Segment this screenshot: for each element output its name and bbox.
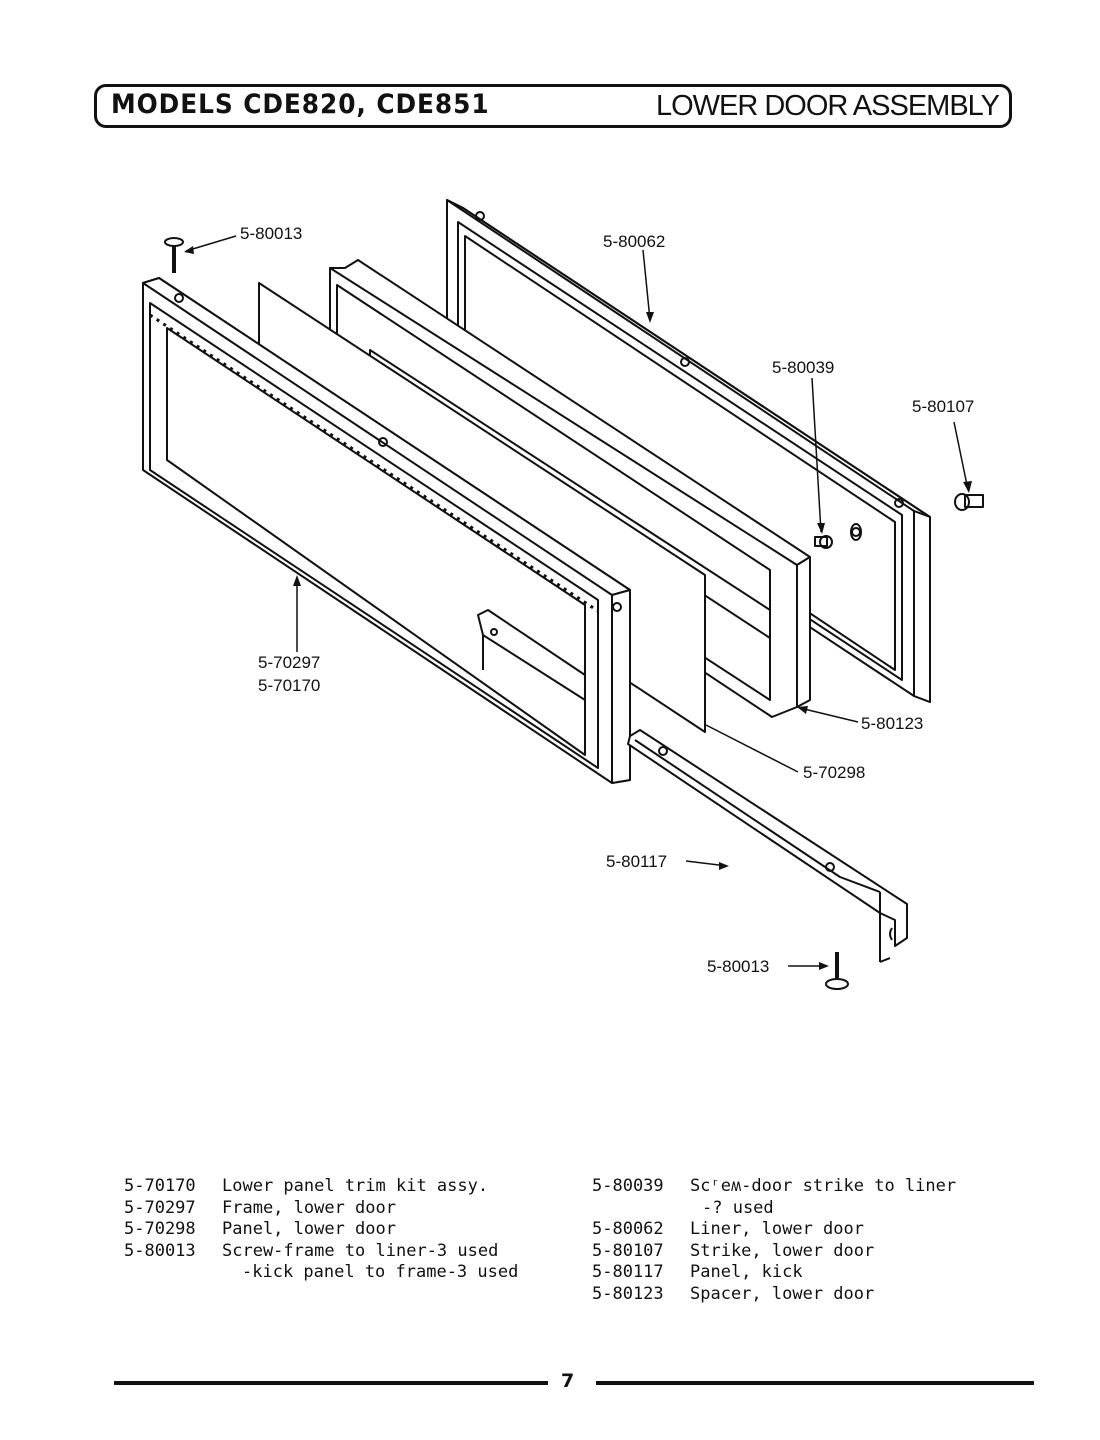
part-number: 5-80039 — [592, 1176, 664, 1196]
parts-list-item: 5-80062 Liner, lower door — [592, 1219, 956, 1241]
parts-list-right: 5-80039 Scʳeʍ-door strike to liner -? us… — [592, 1176, 956, 1305]
kick-panel — [627, 729, 908, 963]
part-number: 5-80013 — [124, 1240, 196, 1261]
part-description: Spacer, lower door — [690, 1283, 875, 1304]
parts-list-item: 5-80039 Scʳeʍ-door strike to liner — [592, 1176, 956, 1198]
parts-list-item: 5-80123 Spacer, lower door — [592, 1284, 956, 1306]
parts-list-item: 5-80013 Screw-frame to liner-3 used — [124, 1241, 518, 1263]
part-description: Panel, lower door — [222, 1219, 396, 1239]
callout-5-70170: 5-70170 — [258, 676, 320, 695]
screw-top-icon — [164, 237, 184, 273]
callout-5-70297: 5-70297 — [258, 653, 320, 672]
header-box: MODELS CDE820, CDE851 LOWER DOOR ASSEMBL… — [94, 84, 1012, 128]
leader-lines — [185, 235, 969, 967]
screw-bottom-icon — [825, 952, 849, 990]
callout-5-80039: 5-80039 — [772, 358, 834, 377]
part-number: 5-70297 — [124, 1197, 196, 1218]
models-heading: MODELS CDE820, CDE851 — [111, 89, 490, 120]
callout-5-80013-top: 5-80013 — [240, 224, 302, 243]
callout-5-80117: 5-80117 — [606, 852, 667, 871]
callout-5-70298: 5-70298 — [803, 763, 865, 782]
part-description: Screw-frame to liner-3 used — [222, 1240, 499, 1261]
callout-5-80062: 5-80062 — [603, 232, 665, 251]
parts-list-item: 5-80117 Panel, kick — [592, 1262, 956, 1284]
frame-lower-door — [142, 277, 631, 784]
part-number: 5-70170 — [124, 1176, 196, 1196]
parts-list-item: 5-80107 Strike, lower door — [592, 1241, 956, 1263]
parts-list-item: 5-70170 Lower panel trim kit assy. — [124, 1176, 518, 1198]
callout-5-80123: 5-80123 — [861, 714, 923, 733]
exploded-view-diagram: 5-80013 5-80062 5-80039 5-80107 5-70297 … — [142, 199, 984, 990]
part-description-continuation: -kick panel to frame-3 used — [242, 1262, 519, 1282]
footer-rule-left — [114, 1381, 548, 1385]
part-number: 5-80062 — [592, 1219, 664, 1239]
callout-5-80107: 5-80107 — [912, 397, 974, 416]
door-strike-screw-icon — [814, 535, 833, 549]
part-number: 5-70298 — [124, 1219, 196, 1239]
part-description: Panel, kick — [690, 1262, 803, 1282]
assembly-title: LOWER DOOR ASSEMBLY — [655, 90, 1000, 122]
part-description: Liner, lower door — [690, 1219, 864, 1239]
part-description: Scʳeʍ-door strike to liner — [690, 1176, 957, 1196]
page-number: 7 — [561, 1370, 575, 1392]
part-number: 5-80123 — [592, 1283, 664, 1304]
part-number: 5-80117 — [592, 1262, 664, 1282]
parts-list-item: 5-70298 Panel, lower door — [124, 1219, 518, 1241]
part-description: Frame, lower door — [222, 1197, 396, 1218]
part-description: Lower panel trim kit assy. — [222, 1176, 489, 1196]
parts-list-item: 5-70297 Frame, lower door — [124, 1198, 518, 1220]
callout-5-80013-bottom: 5-80013 — [707, 957, 769, 976]
leader-arrowheads — [184, 246, 972, 970]
part-number: 5-80107 — [592, 1240, 664, 1261]
strike-icon — [954, 493, 984, 511]
part-description-continuation: -? used — [702, 1197, 774, 1218]
part-description: Strike, lower door — [690, 1240, 875, 1261]
parts-list-left: 5-70170 Lower panel trim kit assy. 5-702… — [124, 1176, 518, 1284]
footer-rule-right — [596, 1381, 1034, 1385]
